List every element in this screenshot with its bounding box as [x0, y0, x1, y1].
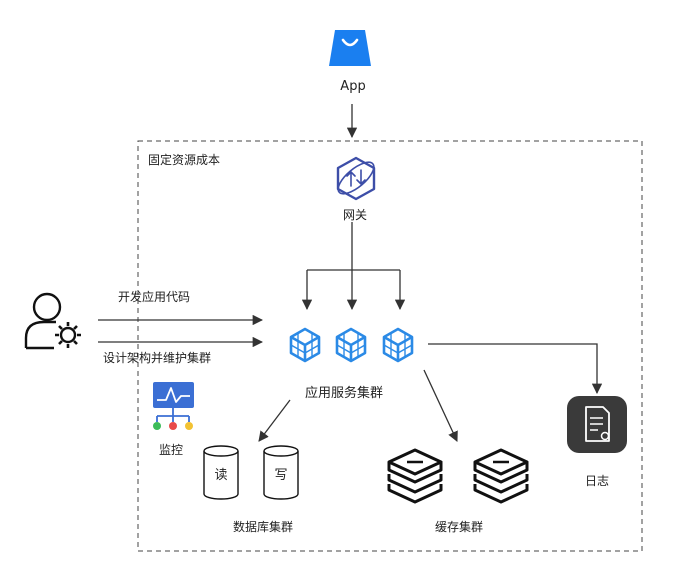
gateway-icon	[336, 156, 376, 201]
log-label: 日志	[584, 474, 610, 488]
monitor-label: 监控	[159, 443, 184, 457]
database-write-label: 写	[274, 468, 288, 483]
shopping-bag-icon	[329, 30, 371, 66]
stack-icon	[387, 448, 443, 504]
gateway-to-cluster-arrows	[301, 222, 406, 311]
monitor-icon	[153, 382, 194, 430]
cache-cluster-label: 缓存集群	[434, 520, 484, 534]
cluster-to-cache-arrow	[423, 369, 458, 442]
database-read-cylinder	[203, 445, 239, 500]
stack-icon	[473, 448, 529, 504]
app-label: App	[340, 79, 366, 94]
gateway-label: 网关	[342, 208, 368, 222]
cube-icon	[382, 327, 414, 363]
database-cluster-label: 数据库集群	[232, 520, 294, 534]
cluster-to-log-arrow	[428, 343, 603, 395]
cube-icon	[335, 327, 367, 363]
design-maintain-label: 设计架构并维护集群	[103, 351, 212, 365]
app-cluster-label: 应用服务集群	[304, 386, 384, 401]
user-gear-icon	[24, 292, 81, 350]
fixed-cost-boundary	[137, 140, 643, 552]
boundary-label: 固定资源成本	[148, 153, 221, 167]
cluster-to-database-arrow	[258, 399, 291, 442]
log-file-icon	[567, 396, 627, 453]
cube-icon	[289, 327, 321, 363]
database-write-cylinder	[263, 445, 299, 500]
develop-code-label: 开发应用代码	[118, 290, 191, 304]
database-read-label: 读	[214, 468, 228, 483]
